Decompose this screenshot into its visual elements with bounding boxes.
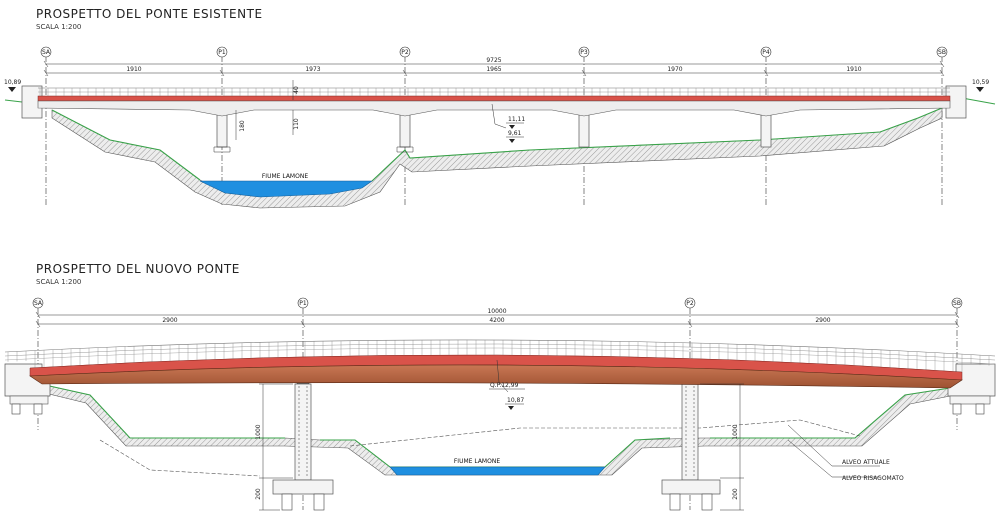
svg-text:P2: P2	[401, 49, 409, 56]
new-pier-p1	[272, 377, 334, 511]
existing-level-mid-bottom: 9,61	[508, 130, 522, 137]
existing-riverbed	[51, 107, 943, 209]
existing-pier-p1	[216, 112, 228, 148]
new-span-dim-2: 4200	[489, 317, 504, 324]
new-vertical-dims-right	[700, 383, 744, 511]
existing-dim-180: 180	[239, 120, 246, 132]
existing-dimension-lines	[43, 60, 945, 77]
axis-marker-p2: P2	[399, 46, 411, 58]
existing-pier-p2	[399, 112, 411, 148]
existing-scale: SCALA 1:200	[36, 23, 81, 31]
legend-leader-reshaped	[787, 439, 880, 478]
axis-marker-p2: P2	[684, 297, 696, 309]
svg-text:SB: SB	[938, 49, 946, 56]
existing-railing-posts	[39, 88, 945, 96]
new-ground-line	[44, 384, 951, 468]
existing-river-label: FIUME LAMONE	[262, 173, 308, 180]
new-level-leader	[496, 359, 509, 393]
new-river-water	[389, 466, 606, 476]
new-dim-200-right: 200	[732, 488, 739, 500]
existing-dim-110: 110	[293, 118, 300, 130]
level-marker-icon	[976, 87, 984, 92]
svg-text:P3: P3	[580, 49, 588, 56]
level-marker-icon	[8, 87, 16, 92]
existing-pier-p1-footing	[213, 146, 231, 153]
new-vertical-dims-left	[259, 383, 293, 511]
existing-level-left: 10,89	[4, 79, 21, 86]
level-marker-icon	[509, 125, 515, 129]
existing-title: PROSPETTO DEL PONTE ESISTENTE	[36, 7, 263, 21]
existing-pier-p3	[578, 112, 590, 148]
axis-marker-sb: SB	[951, 297, 963, 309]
new-river-label: FIUME LAMONE	[454, 458, 500, 465]
existing-level-mid-top: 11,11	[508, 116, 525, 123]
axis-marker-p4: P4	[760, 46, 772, 58]
axis-marker-p1: P1	[297, 297, 309, 309]
axis-marker-sa: SA	[40, 46, 52, 58]
existing-span-dim-3: 1965	[486, 66, 501, 73]
new-railing-posts	[7, 339, 990, 372]
existing-railing	[38, 87, 950, 93]
axis-marker-sa: SA	[32, 297, 44, 309]
existing-pier-p4	[760, 112, 772, 148]
svg-text:P2: P2	[686, 300, 694, 307]
new-dim-200-left: 200	[255, 488, 262, 500]
svg-text:P1: P1	[299, 300, 307, 307]
svg-text:SA: SA	[34, 300, 43, 307]
new-pier-p2	[661, 377, 721, 511]
new-deck	[29, 354, 963, 389]
legend-leader-actual	[787, 424, 880, 467]
existing-span-dim-4: 1970	[667, 66, 682, 73]
existing-level-right: 10,59	[972, 79, 989, 86]
new-total-dimension: 10000	[487, 308, 506, 315]
axis-marker-p3: P3	[578, 46, 590, 58]
svg-text:SA: SA	[42, 49, 51, 56]
existing-level-leader	[491, 103, 507, 129]
new-railing	[4, 339, 996, 365]
existing-span-dim-5: 1910	[846, 66, 861, 73]
new-title: PROSPETTO DEL NUOVO PONTE	[36, 262, 240, 276]
new-qp-label: Q.P.12,99	[490, 382, 519, 389]
svg-text:P1: P1	[218, 49, 226, 56]
new-dim-1000-left: 1000	[255, 424, 262, 439]
axis-marker-p1: P1	[216, 46, 228, 58]
existing-span-dim-2: 1973	[305, 66, 320, 73]
new-span-dim-1: 2900	[162, 317, 177, 324]
axis-marker-sb: SB	[936, 46, 948, 58]
svg-text:P4: P4	[762, 49, 770, 56]
existing-deck	[37, 95, 951, 117]
existing-ground-line	[4, 97, 996, 182]
svg-text:SB: SB	[953, 300, 961, 307]
legend-actual: ALVEO ATTUALE	[842, 459, 890, 466]
new-dim-1000-right: 1000	[732, 424, 739, 439]
existing-dim-40: 40	[293, 86, 300, 94]
new-level-mid: 10,87	[507, 397, 524, 404]
new-dimension-lines	[35, 311, 960, 328]
level-marker-icon	[509, 139, 515, 143]
existing-pier-p2-footing	[396, 146, 414, 153]
level-marker-icon	[508, 406, 514, 410]
new-scale: SCALA 1:200	[36, 278, 81, 286]
legend-reshaped: ALVEO RISAGOMATO	[842, 475, 904, 482]
existing-river-water	[199, 180, 373, 198]
existing-total-dimension: 9725	[486, 57, 501, 64]
new-span-dim-3: 2900	[815, 317, 830, 324]
new-bridge-section: PROSPETTO DEL NUOVO PONTE SCALA 1:200 SA…	[4, 262, 996, 511]
existing-bridge-section: PROSPETTO DEL PONTE ESISTENTE SCALA 1:20…	[4, 7, 996, 209]
new-actual-riverbed-line	[99, 419, 861, 477]
existing-span-dim-1: 1910	[126, 66, 141, 73]
